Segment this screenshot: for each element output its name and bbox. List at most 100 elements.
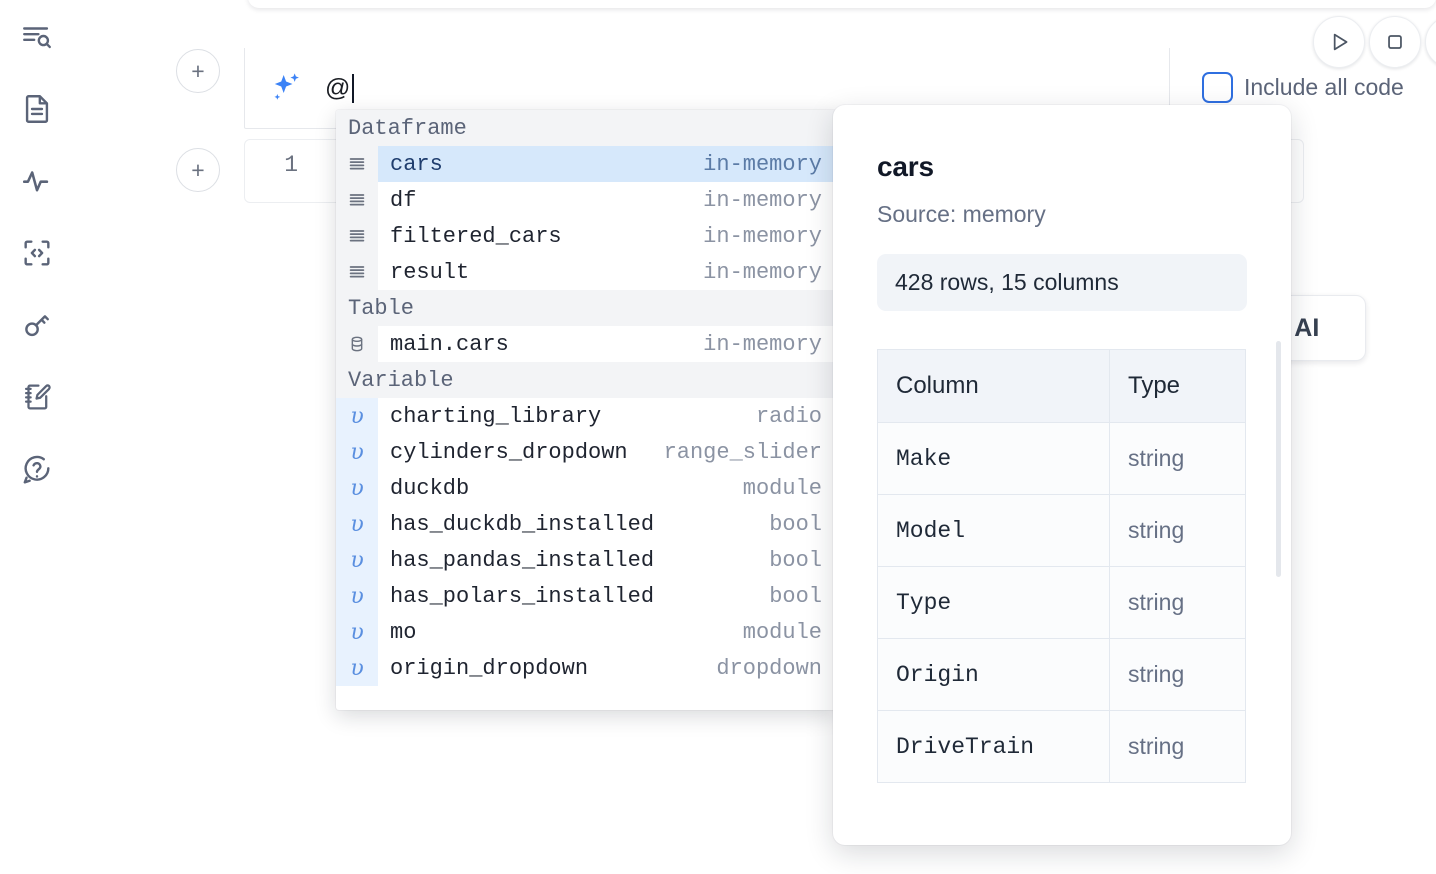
autocomplete-item-body: result in-memory xyxy=(378,254,836,290)
text-caret xyxy=(351,73,354,103)
upsilon-variable-icon: υ xyxy=(336,434,378,470)
autocomplete-item-name: origin_dropdown xyxy=(390,655,589,681)
autocomplete-item-body: filtered_cars in-memory xyxy=(378,218,836,254)
autocomplete-item-body: cars in-memory xyxy=(378,146,836,182)
include-all-code-label: Include all code xyxy=(1244,74,1404,100)
autocomplete-item-meta: in-memory xyxy=(703,331,822,357)
autocomplete-item-name: mo xyxy=(390,619,417,645)
include-all-code-row[interactable]: Include all code xyxy=(1202,72,1404,103)
upsilon-variable-icon: υ xyxy=(336,578,378,614)
autocomplete-group-header: Dataframe xyxy=(336,110,836,146)
autocomplete-item-name: charting_library xyxy=(390,403,602,429)
autocomplete-item-name: cylinders_dropdown xyxy=(390,439,628,465)
autocomplete-item-body: main.cars in-memory xyxy=(378,326,836,362)
autocomplete-item-body: cylinders_dropdown range_slider xyxy=(378,434,836,470)
database-icon xyxy=(336,326,378,362)
autocomplete-item[interactable]: main.cars in-memory xyxy=(336,326,836,362)
autocomplete-item-meta: bool xyxy=(769,547,822,573)
activity-pulse-icon[interactable] xyxy=(14,158,60,204)
autocomplete-item-meta: module xyxy=(742,475,822,501)
autocomplete-item[interactable]: result in-memory xyxy=(336,254,836,290)
autocomplete-item-meta: bool xyxy=(769,511,822,537)
autocomplete-item-name: duckdb xyxy=(390,475,470,501)
code-line-number: 1 xyxy=(284,152,298,178)
autocomplete-item-meta: in-memory xyxy=(703,259,822,285)
include-all-code-checkbox[interactable] xyxy=(1202,72,1233,103)
sparkles-icon xyxy=(267,68,307,108)
autocomplete-item[interactable]: filtered_cars in-memory xyxy=(336,218,836,254)
detail-scrollbar[interactable] xyxy=(1276,341,1281,577)
upsilon-variable-icon: υ xyxy=(336,398,378,434)
detail-column-name: Origin xyxy=(877,638,1110,711)
lines-dataframe-icon xyxy=(336,146,378,182)
panel-top-edge xyxy=(248,0,1436,8)
autocomplete-item-body: origin_dropdown dropdown xyxy=(378,650,836,686)
add-cell-plus-icon: + xyxy=(191,156,205,183)
detail-column-name: Type xyxy=(877,566,1110,639)
detail-source: Source: memory xyxy=(877,201,1046,227)
upsilon-variable-icon: υ xyxy=(336,506,378,542)
autocomplete-item-meta: range_slider xyxy=(663,439,822,465)
autocomplete-item[interactable]: υ origin_dropdown dropdown xyxy=(336,650,836,686)
upsilon-variable-icon: υ xyxy=(336,614,378,650)
add-cell-button-top[interactable]: + xyxy=(176,49,220,93)
scratchpad-edit-icon[interactable] xyxy=(14,374,60,420)
detail-column-type: string xyxy=(1109,638,1246,711)
autocomplete-item-meta: dropdown xyxy=(716,655,822,681)
autocomplete-item-name: df xyxy=(390,187,417,213)
detail-table-header-cell: Column xyxy=(877,349,1110,423)
detail-column-type: string xyxy=(1109,422,1246,495)
lines-dataframe-icon xyxy=(336,182,378,218)
detail-title: cars xyxy=(877,151,934,182)
detail-column-type: string xyxy=(1109,710,1246,783)
lines-dataframe-icon xyxy=(336,218,378,254)
ai-prompt-value: @ xyxy=(325,73,351,102)
autocomplete-item-name: has_pandas_installed xyxy=(390,547,655,573)
autocomplete-item-meta: in-memory xyxy=(703,151,822,177)
autocomplete-item-body: has_pandas_installed bool xyxy=(378,542,836,578)
autocomplete-item[interactable]: υ charting_library radio xyxy=(336,398,836,434)
autocomplete-item-body: duckdb module xyxy=(378,470,836,506)
lines-dataframe-icon xyxy=(336,254,378,290)
explore-outline-icon[interactable] xyxy=(14,14,60,60)
variable-detail-popover: cars Source: memory 428 rows, 15 columns… xyxy=(833,105,1291,845)
autocomplete-item-name: result xyxy=(390,259,470,285)
detail-table-header-cell: Type xyxy=(1109,349,1246,423)
detail-column-name: Make xyxy=(877,422,1110,495)
autocomplete-item-name: main.cars xyxy=(390,331,509,357)
more-actions-button[interactable] xyxy=(1425,16,1436,68)
ai-prompt-text: @ xyxy=(325,73,354,103)
file-text-icon[interactable] xyxy=(14,86,60,132)
code-snippet-icon[interactable] xyxy=(14,230,60,276)
autocomplete-item-meta: in-memory xyxy=(703,223,822,249)
detail-column-name: DriveTrain xyxy=(877,710,1110,783)
autocomplete-item[interactable]: υ cylinders_dropdown range_slider xyxy=(336,434,836,470)
upsilon-variable-icon: υ xyxy=(336,650,378,686)
detail-column-type: string xyxy=(1109,494,1246,567)
help-chat-icon[interactable] xyxy=(14,446,60,492)
autocomplete-item-name: filtered_cars xyxy=(390,223,562,249)
autocomplete-item[interactable]: cars in-memory xyxy=(336,146,836,182)
run-button[interactable] xyxy=(1313,16,1365,68)
detail-column-name: Model xyxy=(877,494,1110,567)
key-secrets-icon[interactable] xyxy=(14,302,60,348)
autocomplete-item-meta: radio xyxy=(755,403,822,429)
left-icon-rail xyxy=(0,0,74,874)
add-cell-button-bottom[interactable]: + xyxy=(176,148,220,192)
autocomplete-item-name: cars xyxy=(390,151,443,177)
stop-button[interactable] xyxy=(1369,16,1421,68)
